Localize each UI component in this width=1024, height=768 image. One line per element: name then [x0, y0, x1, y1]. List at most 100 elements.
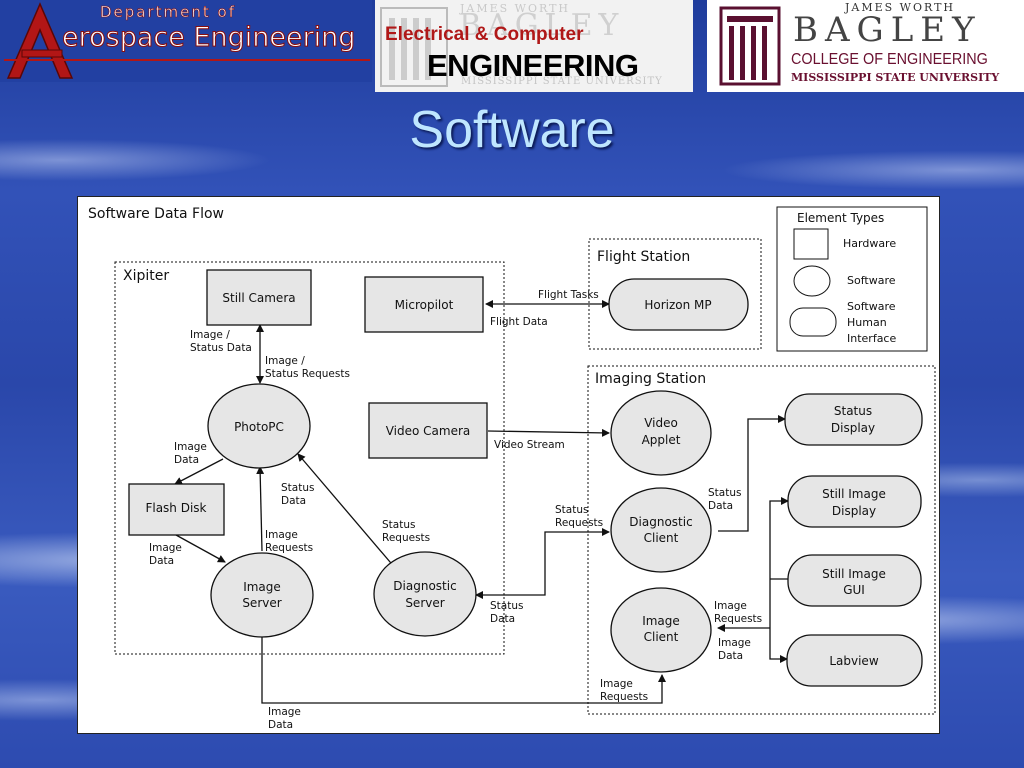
- edge-label-status-req-a-2: Requests: [382, 532, 430, 544]
- aerospace-name-label: erospace Engineering: [61, 22, 356, 54]
- status-display-label-2: Display: [831, 421, 875, 435]
- edge-label-image-req-c-2: Requests: [600, 691, 648, 703]
- image-client-label-2: Client: [644, 630, 679, 644]
- flash-disk-node: [128, 483, 225, 536]
- photopc-node: [207, 383, 311, 469]
- aerospace-engineering-logo: Department of erospace Engineering: [0, 0, 372, 82]
- edge-label-image-data-c-1: Image: [718, 637, 751, 649]
- still-image-gui-label-2: GUI: [843, 583, 865, 597]
- edge-diagclient-statusdisplay: [718, 415, 786, 532]
- edge-imageserver-imageclient: [261, 637, 666, 704]
- image-server-label-2: Server: [242, 596, 281, 610]
- edge-label-video-stream: Video Stream: [494, 439, 565, 451]
- diagram-canvas: Software Data Flow Xipiter Flight Statio…: [88, 206, 936, 731]
- edge-label-image-data-c-2: Data: [718, 650, 743, 662]
- legend-human-label-1: Software: [847, 300, 896, 313]
- edge-photopc-diagserver: [297, 453, 397, 570]
- edge-label-image-status-data-2: Status Data: [190, 342, 252, 354]
- slide-title: Software: [409, 101, 615, 159]
- edge-imageserver-photopc: [256, 466, 265, 552]
- edge-label-status-req-b-1: Status: [555, 504, 588, 516]
- edge-label-status-data-c-1: Status: [708, 487, 741, 499]
- micropilot-label: Micropilot: [395, 298, 454, 312]
- labview-node: [786, 634, 923, 687]
- still-image-gui-label-1: Still Image: [822, 567, 886, 581]
- edge-flashdisk-imageserver: [175, 534, 226, 563]
- flight-station-group: [588, 238, 762, 350]
- edge-to-stillimagedisplay: [769, 497, 789, 579]
- edge-label-flight-tasks: Flight Tasks: [538, 289, 599, 301]
- image-client-node: [610, 587, 712, 673]
- diagnostic-server-label-1: Diagnostic: [393, 579, 456, 593]
- edge-photopc-flashdisk: [174, 458, 224, 485]
- legend-title: Element Types: [797, 211, 884, 225]
- image-client-label-1: Image: [642, 614, 680, 628]
- xipiter-group-label: Xipiter: [123, 268, 169, 284]
- edge-label-image-req-a-2: Requests: [265, 542, 313, 554]
- diagram-title: Software Data Flow: [88, 206, 224, 222]
- video-camera-node: [368, 402, 488, 459]
- status-display-node: [784, 393, 923, 446]
- diagnostic-client-label-2: Client: [644, 531, 679, 545]
- labview-label: Labview: [829, 654, 878, 668]
- horizon-mp-node: [608, 278, 749, 331]
- edge-label-image-status-req-1: Image /: [265, 355, 305, 367]
- aerospace-a-emblem-icon: [4, 2, 370, 79]
- legend-software-swatch: [793, 265, 831, 297]
- still-camera-node: [206, 269, 312, 326]
- micropilot-node: [364, 276, 484, 333]
- edge-label-image-req-b-1: Image: [714, 600, 747, 612]
- edge-label-image-req-a-1: Image: [265, 529, 298, 541]
- ece-line2: ENGINEERING: [427, 48, 639, 83]
- edge-label-status-data-c-2: Data: [708, 500, 733, 512]
- ece-line1: Electrical & Computer: [385, 24, 584, 45]
- ece-watermark-top: JAMES WORTH: [460, 2, 571, 15]
- edge-label-status-req-a-1: Status: [382, 519, 415, 531]
- edge-label-status-data-a-2: Data: [281, 495, 306, 507]
- bagley-name-label: BAGLEY: [793, 10, 982, 50]
- edge-label-status-data-a-1: Status: [281, 482, 314, 494]
- legend-human-interface-swatch: [789, 307, 837, 337]
- imaging-station-label: Imaging Station: [595, 371, 706, 387]
- bagley-college-label: COLLEGE OF ENGINEERING: [791, 51, 988, 68]
- ece-watermark-bottom: MISSISSIPPI STATE UNIVERSITY: [461, 76, 663, 87]
- still-image-display-node: [787, 475, 922, 528]
- bagley-university-label: MISSISSIPPI STATE UNIVERSITY: [791, 71, 1000, 84]
- bagley-building-icon: [719, 6, 781, 86]
- photopc-label: PhotoPC: [234, 420, 284, 434]
- building-icon: [380, 7, 448, 87]
- edge-label-status-req-b-2: Requests: [555, 517, 603, 529]
- diagram-edges: [174, 300, 789, 704]
- edge-label-image-data-d-1: Image: [268, 706, 301, 718]
- xipiter-group: [114, 261, 505, 655]
- edge-label-image-req-c-1: Image: [600, 678, 633, 690]
- edge-label-image-data-b-2: Data: [149, 555, 174, 567]
- still-image-display-label-2: Display: [832, 504, 876, 518]
- still-camera-label: Still Camera: [222, 291, 295, 305]
- ece-logo: JAMES WORTH BAGLEY MISSISSIPPI STATE UNI…: [375, 0, 693, 92]
- diagnostic-server-node: [373, 551, 477, 637]
- legend-hardware-swatch: [793, 228, 829, 260]
- aerospace-dept-label: Department of: [100, 3, 236, 22]
- edge-label-image-data-b-1: Image: [149, 542, 182, 554]
- flash-disk-label: Flash Disk: [145, 501, 206, 515]
- edge-label-status-data-b-2: Data: [490, 613, 515, 625]
- legend-software-label: Software: [847, 274, 896, 287]
- image-server-node: [210, 552, 314, 638]
- edge-label-flight-data: Flight Data: [490, 316, 548, 328]
- video-camera-label: Video Camera: [386, 424, 471, 438]
- edge-label-image-data-d-2: Data: [268, 719, 293, 731]
- diagnostic-client-label-1: Diagnostic: [629, 515, 692, 529]
- edge-label-status-data-b-1: Status: [490, 600, 523, 612]
- still-image-display-label-1: Still Image: [822, 487, 886, 501]
- ece-watermark-name: BAGLEY: [459, 8, 625, 43]
- edge-label-image-data-a-2: Data: [174, 454, 199, 466]
- diagnostic-client-node: [610, 487, 712, 573]
- diagnostic-server-label-2: Server: [405, 596, 444, 610]
- edge-to-labview: [769, 579, 788, 663]
- bagley-top-label: JAMES WORTH: [845, 1, 956, 14]
- video-applet-node: [610, 390, 712, 476]
- image-server-label-1: Image: [243, 580, 281, 594]
- edge-label-image-data-a-1: Image: [174, 441, 207, 453]
- edge-label-image-status-data-1: Image /: [190, 329, 230, 341]
